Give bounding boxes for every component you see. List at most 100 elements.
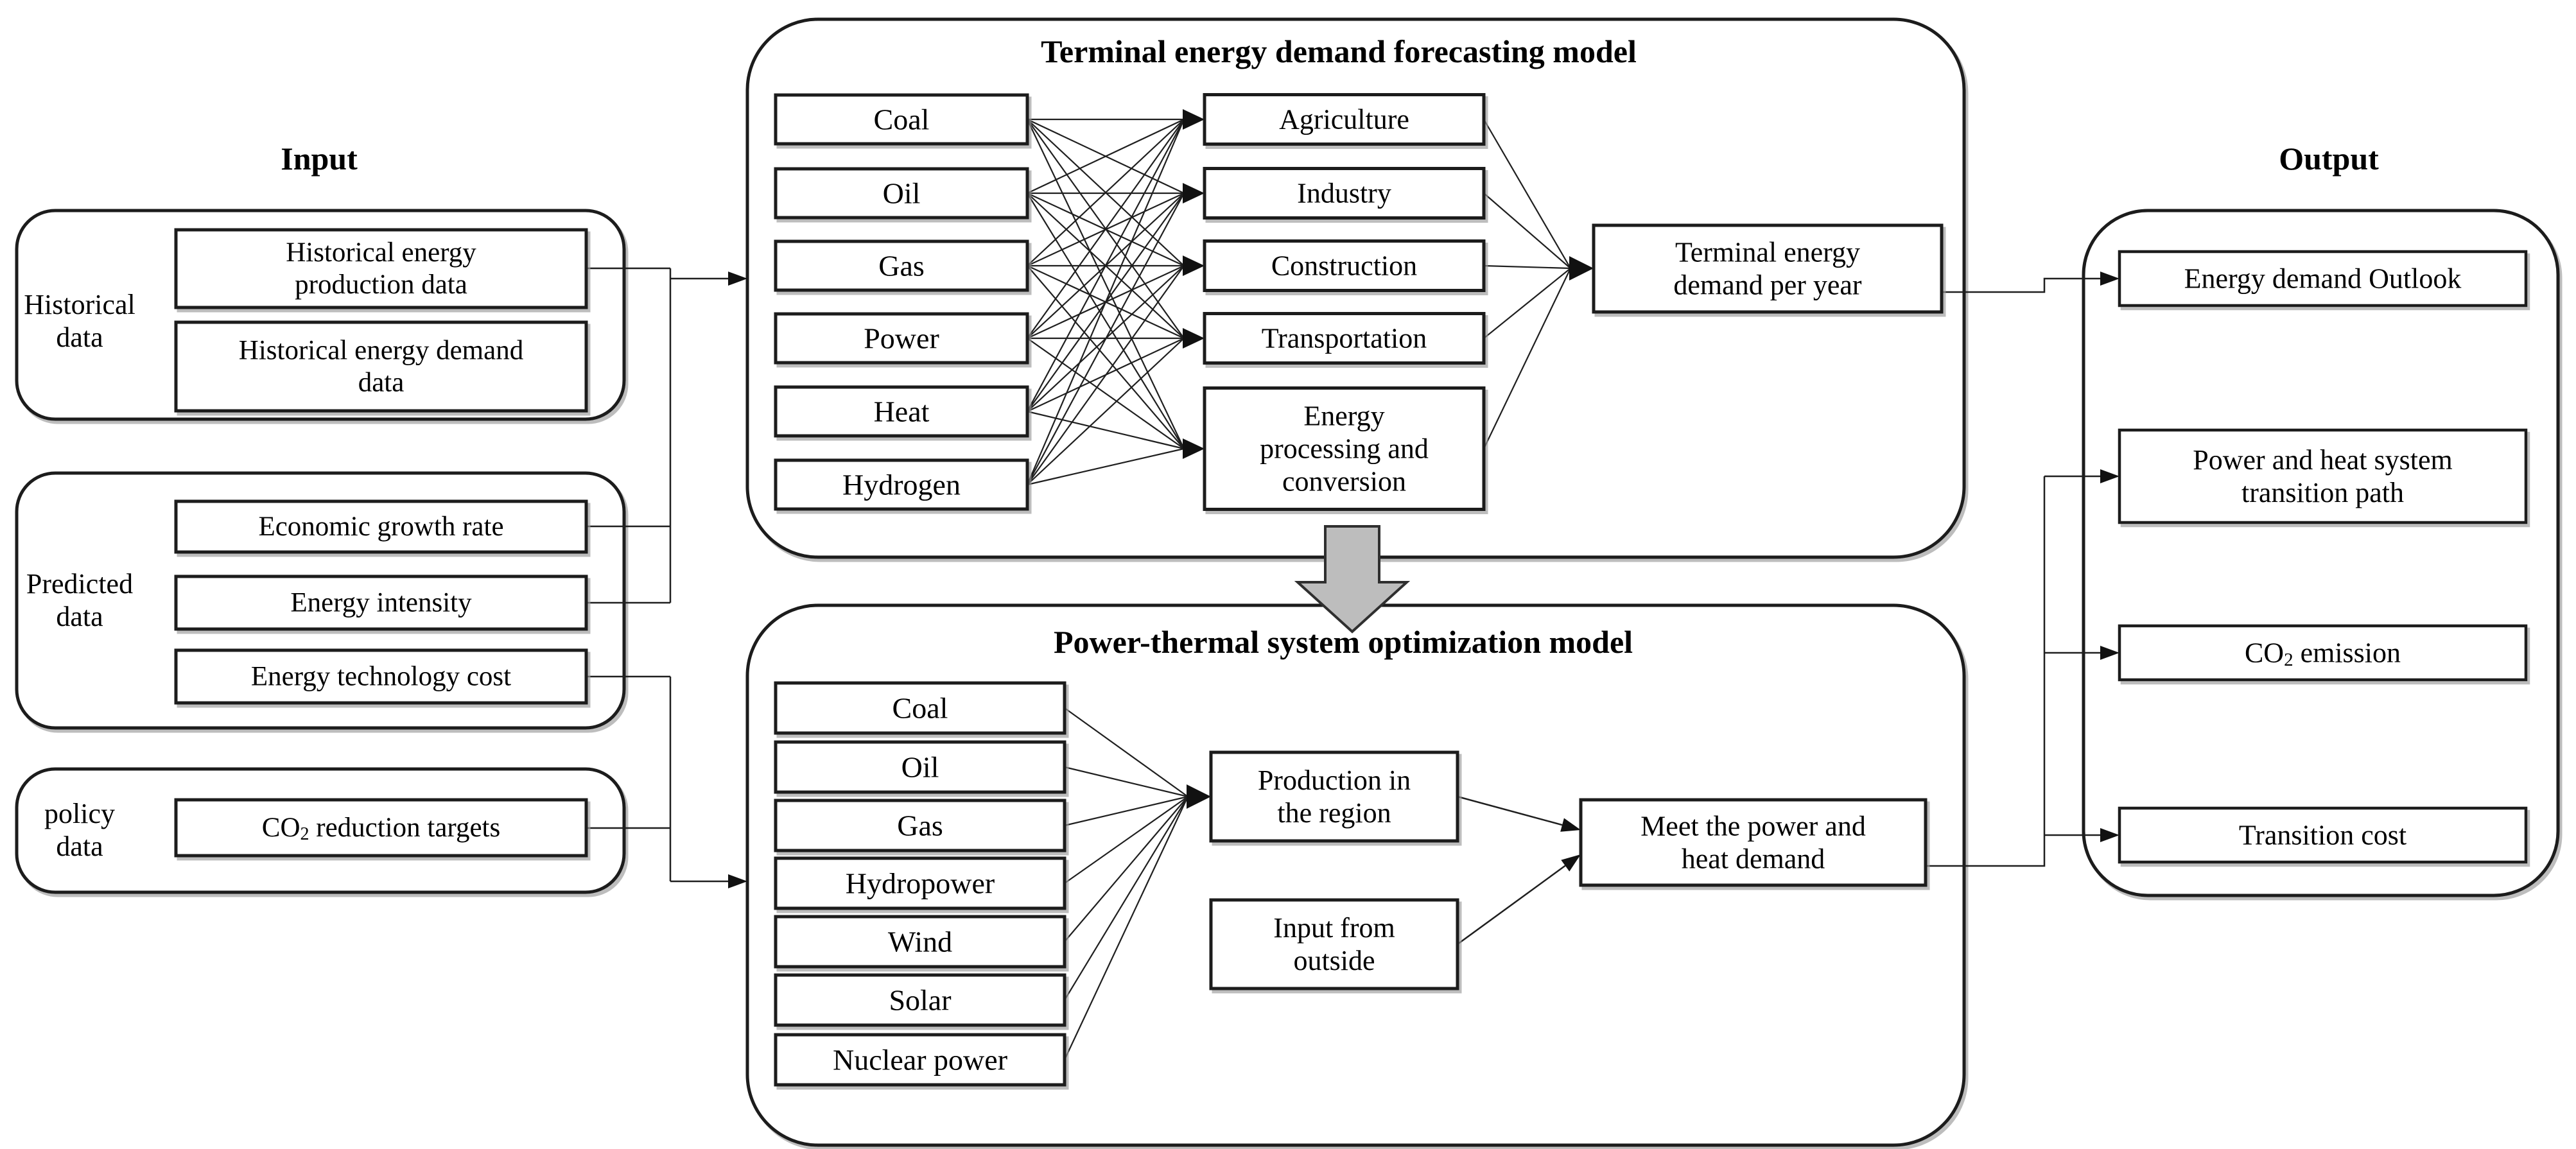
forecast-source-box-power-label: Power: [864, 322, 939, 355]
optimization-model-title: Power-thermal system optimization model: [1054, 624, 1633, 660]
edge: [1027, 410, 1185, 450]
input-box-energy-intensity-label: Energy intensity: [290, 588, 472, 618]
edge: [1027, 338, 1185, 485]
arrowhead-icon: [1183, 438, 1205, 459]
output-title: Output: [2279, 141, 2379, 177]
optimize-source-box-oil: [774, 740, 1066, 794]
input-title: Input: [281, 141, 358, 177]
edge: [1027, 265, 1185, 449]
edge: [1064, 766, 1188, 798]
edge: [1942, 277, 2100, 293]
edge: [1064, 796, 1188, 942]
edge: [1027, 119, 1185, 449]
edge: [1027, 119, 1185, 339]
optimize-source-box-solar-label: Solar: [889, 984, 951, 1017]
input-box-historical-energy-production-data: [174, 228, 588, 309]
output-box-energy-demand-outlook-label: Energy demand Outlook: [2184, 263, 2462, 295]
input-box-energy-intensity: [174, 574, 588, 631]
input-box-economic-growth-rate-label: Economic growth rate: [258, 512, 503, 542]
arrowhead-icon: [1569, 256, 1594, 281]
big-down-arrow-icon: [1294, 525, 1411, 634]
edge: [1483, 268, 1571, 339]
optimize-source-box-gas-label: Gas: [897, 809, 943, 842]
output-box-co2-emission-label: CO2​ emission: [2245, 637, 2401, 671]
arrowhead-icon: [1183, 109, 1205, 130]
optimize-source-box-solar: [774, 973, 1066, 1027]
edge: [1027, 338, 1185, 449]
output-box-energy-demand-outlook: [2118, 250, 2528, 307]
arrowhead-icon: [1183, 183, 1205, 203]
input-box-co2-reduction-targets-label: CO2​ reduction targets: [262, 813, 500, 844]
forecast-source-box-hydrogen-label: Hydrogen: [842, 469, 961, 501]
arrowhead-icon: [1183, 255, 1205, 276]
edge: [1483, 268, 1571, 449]
sector-box-energy-processing-and-conversion: [1203, 386, 1486, 511]
forecast-source-box-heat: [774, 385, 1029, 438]
forecast-source-box-gas: [774, 239, 1029, 292]
edge: [1027, 193, 1185, 449]
input-box-economic-growth-rate: [174, 499, 588, 554]
edge: [1064, 796, 1188, 1060]
arrowhead-icon: [1560, 818, 1581, 832]
edge: [1064, 707, 1188, 797]
edge: [1483, 264, 1571, 270]
output-container: [2082, 209, 2560, 897]
optimize-source-box-hydropower: [774, 856, 1066, 910]
result-box-meet-the-power-and-heat-demand: [1579, 798, 1928, 887]
optimize-source-box-coal-label: Coal: [892, 692, 948, 725]
optimize-source-box-wind: [774, 915, 1066, 969]
forecast-source-box-heat-label: Heat: [874, 395, 930, 428]
arrowhead-icon: [1183, 328, 1205, 349]
edge: [1064, 796, 1188, 1001]
optimize-source-box-nuclear-power-label: Nuclear power: [833, 1044, 1007, 1076]
forecast-source-box-oil-label: Oil: [883, 177, 921, 210]
optimize-source-box-hydropower-label: Hydropower: [846, 867, 995, 900]
forecast-source-box-power: [774, 312, 1029, 365]
sector-box-agriculture: [1203, 93, 1486, 146]
arrowhead-icon: [728, 272, 747, 286]
edge: [1027, 265, 1185, 485]
edge: [1926, 476, 2046, 867]
sector-box-construction-label: Construction: [1271, 250, 1417, 282]
optimize-source-box-wind-label: Wind: [888, 926, 952, 958]
sector-box-transportation-label: Transportation: [1262, 323, 1427, 354]
arrowhead-icon: [728, 874, 747, 888]
edge: [1483, 193, 1571, 269]
sector-box-construction: [1203, 239, 1486, 292]
box-input-from-outside: [1209, 898, 1459, 990]
optimize-source-box-coal: [774, 681, 1066, 735]
output-box-transition-cost-label: Transition cost: [2239, 820, 2406, 851]
optimize-source-box-oil-label: Oil: [901, 751, 939, 784]
edge: [1483, 119, 1571, 269]
box-production-in-the-region: [1209, 750, 1459, 843]
forecasting-model-title: Terminal energy demand forecasting model: [1041, 33, 1637, 69]
output-box-power-and-heat-system-transition-path: [2118, 428, 2528, 524]
result-box-terminal-energy-demand-per-year: [1592, 223, 1944, 314]
sector-box-agriculture-label: Agriculture: [1279, 104, 1409, 135]
input-box-historical-energy-demand-data: [174, 320, 588, 413]
output-box-co2-emission: [2118, 624, 2528, 682]
forecast-source-box-hydrogen: [774, 458, 1029, 511]
forecast-source-box-gas-label: Gas: [878, 250, 925, 282]
forecast-source-box-coal-label: Coal: [874, 103, 930, 136]
arrowhead-icon: [2100, 272, 2119, 286]
sector-box-industry-label: Industry: [1297, 178, 1391, 209]
edge: [1027, 447, 1185, 486]
sector-box-transportation: [1203, 312, 1486, 365]
edge: [1027, 193, 1185, 485]
edge: [1027, 119, 1185, 194]
optimize-source-box-gas: [774, 799, 1066, 852]
forecast-source-box-coal: [774, 93, 1029, 146]
optimize-source-box-nuclear-power: [774, 1033, 1066, 1087]
input-box-energy-technology-cost: [174, 648, 588, 705]
sector-box-industry: [1203, 167, 1486, 220]
